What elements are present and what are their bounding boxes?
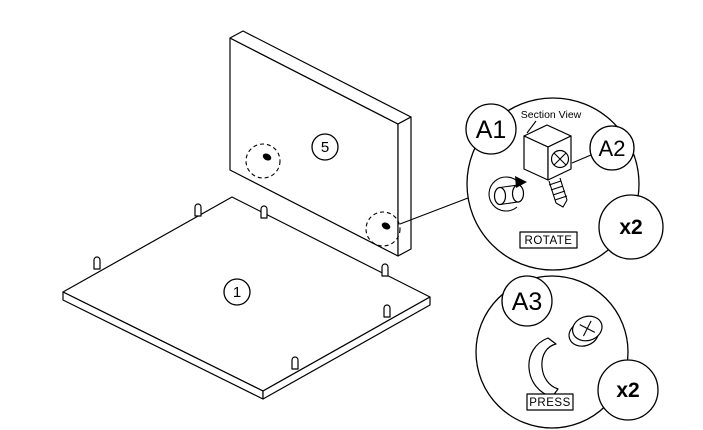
rotate-arrow-head xyxy=(515,176,527,188)
press-action-box xyxy=(526,393,574,411)
press-quantity: x2 xyxy=(597,359,659,421)
rotate-action: ROTATE xyxy=(519,231,578,249)
dowel-peg xyxy=(381,263,389,277)
cylinder-bottom-line xyxy=(499,201,519,206)
cam-hole-upper xyxy=(262,153,272,161)
cylinder-top-line xyxy=(499,184,519,189)
threaded-bolt xyxy=(548,177,568,208)
rotate-quantity-circle xyxy=(598,194,664,260)
part-1-balloon: 1 xyxy=(223,278,251,306)
rotate-arrow-arc xyxy=(488,176,520,212)
a2-leader-line xyxy=(571,154,592,164)
callout-a1: A1 xyxy=(465,103,517,155)
dowel-pegs xyxy=(93,203,391,370)
bolt-tip xyxy=(555,199,568,208)
back-panel-side-edge xyxy=(397,116,412,257)
callout-a2-circle xyxy=(589,125,635,171)
rotate-action-label: ROTATE xyxy=(525,235,573,247)
dowel-peg xyxy=(383,304,391,318)
callout-a1-label: A1 xyxy=(476,116,507,144)
press-quantity-label: x2 xyxy=(616,379,639,402)
phillips-cross-icon xyxy=(553,152,567,166)
section-view-label: Section View xyxy=(521,109,582,121)
dowel-peg xyxy=(260,205,268,219)
part-1-label: 1 xyxy=(233,284,241,301)
callout-a3: A3 xyxy=(501,275,553,327)
rotate-action-box xyxy=(519,231,578,249)
part-5-balloon-circle xyxy=(311,133,339,161)
cam-hole-callouts xyxy=(245,143,469,247)
rotate-quantity: x2 xyxy=(598,194,664,260)
callout-a2: A2 xyxy=(589,125,635,171)
callout-a1-circle xyxy=(465,103,517,155)
panel-edge-curve xyxy=(528,337,559,398)
cam-hole-callout-upper xyxy=(245,143,281,179)
bolt-thread xyxy=(550,185,564,191)
section-view-leader xyxy=(526,120,537,134)
panel-section-block xyxy=(523,124,572,181)
bolt-thread xyxy=(552,190,566,196)
phillips-cross-icon xyxy=(582,320,592,337)
detail-rotate: Section View xyxy=(465,97,664,271)
dowel-peg xyxy=(291,356,299,370)
cam-hole-lower xyxy=(381,222,391,230)
bolt-thread xyxy=(548,180,562,186)
press-action: PRESS xyxy=(526,393,574,411)
part-5-balloon: 5 xyxy=(311,133,339,161)
detail-leader-line xyxy=(399,197,469,225)
cam-hole-callout-lower xyxy=(365,211,401,247)
base-panel-right-edge xyxy=(262,296,431,400)
cam-disc xyxy=(568,315,603,347)
press-quantity-circle xyxy=(597,359,659,421)
bolt-thread xyxy=(554,195,568,201)
press-action-label: PRESS xyxy=(529,397,571,409)
dowel-peg xyxy=(194,203,202,217)
part-5-label: 5 xyxy=(321,139,329,156)
rotate-quantity-label: x2 xyxy=(619,216,642,239)
dowel-peg xyxy=(93,256,101,270)
callout-a3-label: A3 xyxy=(512,288,543,316)
cylinder-left-cap xyxy=(493,186,507,206)
cam-lock-screw-head xyxy=(550,149,570,169)
callout-a2-label: A2 xyxy=(599,136,626,161)
cylinder-right-cap xyxy=(511,184,525,203)
rotate-arrow-icon xyxy=(488,176,527,212)
detail-press: PRESS A3 x2 xyxy=(475,275,659,429)
callout-a3-circle xyxy=(501,275,553,327)
part-1-balloon-circle xyxy=(223,278,251,306)
